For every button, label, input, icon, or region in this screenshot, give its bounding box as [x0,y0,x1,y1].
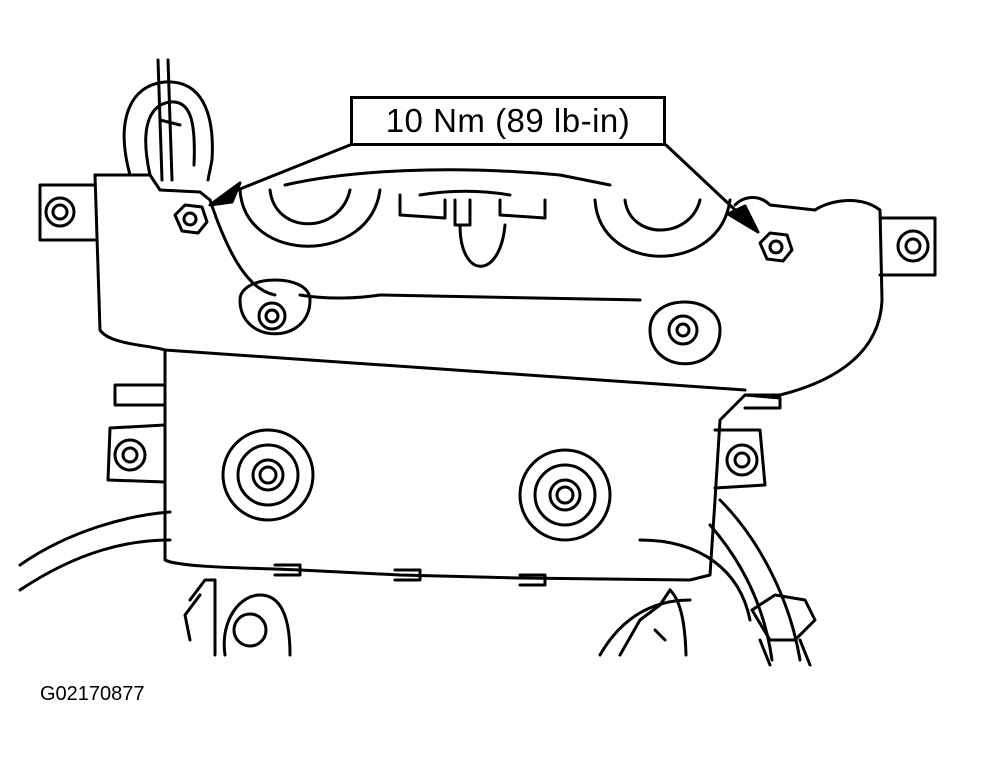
lower-left-bracket [183,578,292,657]
manifold-body [38,168,937,582]
lower-hoses [18,498,802,662]
callout-leader-lines [223,143,750,224]
heat-shield [106,383,782,587]
manifold-bolt-left [173,203,209,235]
callout-arrowheads [208,181,760,234]
lower-right-bracket [618,588,688,657]
arrowhead-left [208,181,242,207]
torque-callout: 10 Nm (89 lb-in) [350,96,666,146]
manifold-bolt-right [758,231,794,263]
figure-id-label: G02170877 [40,683,145,705]
upper-tube [122,58,214,182]
arrowhead-right [726,204,760,234]
hose-clamp [750,593,817,667]
